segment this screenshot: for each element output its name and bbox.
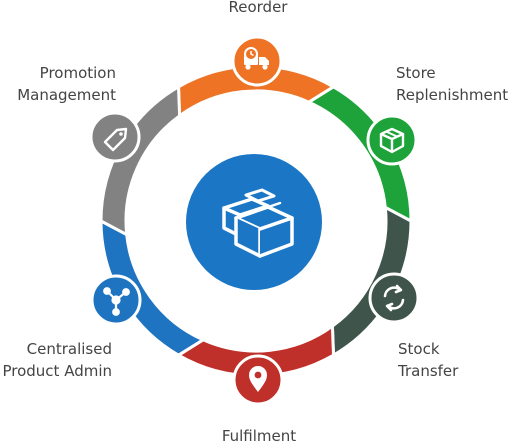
badge-centralised-product-admin[interactable] xyxy=(90,274,142,326)
label-reorder: Reorder xyxy=(228,0,288,16)
badge-fulfilment[interactable] xyxy=(232,354,284,406)
label-centralised-product-admin: Centralised Product Admin xyxy=(2,340,112,380)
delivery-truck-icon xyxy=(244,47,269,70)
network-hub-icon xyxy=(103,287,130,316)
ring xyxy=(99,64,413,378)
center-hub xyxy=(186,154,322,290)
label-promotion-management: Promotion Management xyxy=(17,64,116,104)
badge-stock-transfer[interactable] xyxy=(368,272,420,324)
badge-promotion-management[interactable] xyxy=(89,111,141,163)
label-stock-transfer: Stock Transfer xyxy=(398,340,459,380)
boxes-icon xyxy=(222,188,294,258)
box-icon xyxy=(379,127,405,154)
label-fulfilment: Fulfilment xyxy=(221,427,297,445)
price-tag-icon xyxy=(103,127,128,152)
label-store-replenishment: Store Replenishment xyxy=(396,64,509,104)
transfer-arrows-icon xyxy=(383,284,405,312)
badge-store-replenishment[interactable] xyxy=(366,114,418,166)
location-pin-icon xyxy=(249,366,267,392)
segment-promotion-management[interactable] xyxy=(99,84,182,238)
badge-reorder[interactable] xyxy=(231,35,283,87)
